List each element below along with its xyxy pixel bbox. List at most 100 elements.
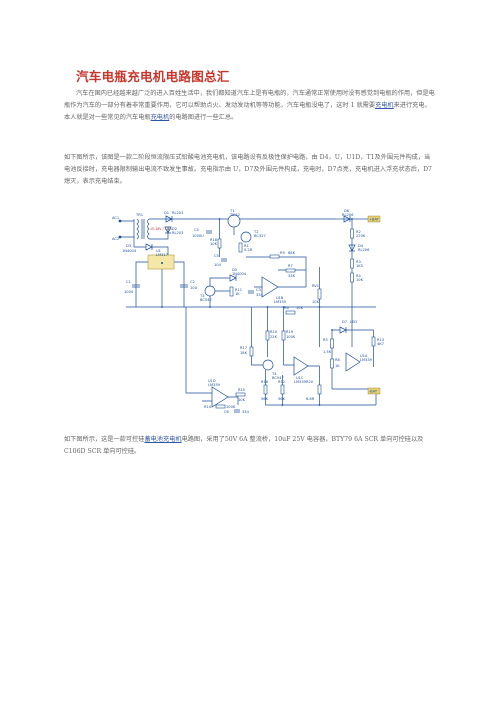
u1c-value: LM339 bbox=[294, 380, 307, 384]
transistor-t4 bbox=[262, 359, 274, 371]
diode-d4 bbox=[348, 244, 356, 252]
charger-link-2[interactable]: 充电机 bbox=[150, 114, 170, 121]
r6-value: 10K bbox=[296, 306, 304, 310]
d5-label: D5 bbox=[232, 268, 237, 272]
r13-value: 4K7 bbox=[377, 342, 384, 346]
r20-label: R20 bbox=[306, 380, 314, 384]
r2-value: 220K bbox=[356, 234, 366, 238]
battery-negative-terminal bbox=[367, 387, 381, 395]
resistor-r20 bbox=[317, 384, 322, 395]
r11-value: 1K bbox=[235, 292, 240, 296]
resistor-r13 bbox=[371, 336, 376, 347]
r15-label: R15 bbox=[238, 388, 245, 392]
d2-label: D2 bbox=[172, 227, 177, 231]
r5-label: R5 bbox=[323, 338, 328, 342]
t1-label: T1 bbox=[229, 209, 234, 213]
battery-positive-terminal bbox=[367, 215, 381, 223]
capacitor-c3 bbox=[248, 290, 254, 294]
c3-label: C3 bbox=[256, 288, 261, 292]
capacitor-c1 bbox=[132, 284, 140, 288]
t2-value: BC327 bbox=[254, 234, 266, 238]
r17-label: R17 bbox=[240, 346, 247, 350]
d4-label: D4 bbox=[358, 244, 364, 248]
resistor-r9 bbox=[269, 254, 280, 259]
battery-charger-link[interactable]: 蓄电池充电机 bbox=[144, 436, 182, 443]
r7-value: 33K bbox=[288, 274, 296, 278]
t3-value: BC547 bbox=[200, 298, 212, 302]
t1-value: TIP42 bbox=[229, 213, 240, 217]
r8-value: 1K bbox=[335, 364, 340, 368]
intro-paragraph: 汽车在国内已经越来越广泛的进入百姓生活中，我们都知道汽车上是有电瓶的，汽车通常正… bbox=[64, 88, 436, 124]
r19-label: R19 bbox=[286, 330, 294, 334]
charger-link-1[interactable]: 充电机 bbox=[375, 102, 394, 109]
r16-label: R16 bbox=[261, 380, 269, 384]
resistor-r2 bbox=[350, 228, 354, 239]
opamp-u1c bbox=[293, 356, 309, 376]
rv1-label: RV1 bbox=[312, 284, 319, 288]
resistor-r10 bbox=[265, 330, 270, 341]
u1-label: U1 bbox=[156, 249, 161, 253]
resistor-r17 bbox=[249, 346, 254, 357]
r17-value: 18K bbox=[240, 351, 248, 355]
c4-value: 1000U bbox=[192, 234, 204, 238]
r9-label: R9 bbox=[280, 251, 285, 255]
r4-value: 10K bbox=[356, 278, 364, 282]
c2-value: 10U bbox=[190, 286, 198, 290]
opamp-u1b bbox=[261, 276, 279, 298]
d2-value: RL203 bbox=[172, 231, 183, 235]
r18-value: 10K bbox=[210, 242, 218, 246]
t4-value: BC547 bbox=[272, 376, 284, 380]
transistor-t2 bbox=[240, 231, 252, 243]
charger-circuit-diagram: .w { stroke: #1b4f9a; stroke-width: 0.7;… bbox=[112, 209, 384, 413]
resistor-r15 bbox=[235, 392, 246, 397]
u1a-label: U1A bbox=[360, 354, 368, 358]
u1-value: LM317 bbox=[156, 253, 168, 257]
resistor-r19 bbox=[281, 330, 286, 341]
r3-label: R3 bbox=[356, 260, 361, 264]
c6-label: C6 bbox=[224, 410, 230, 413]
c1-value: 1000 bbox=[124, 290, 134, 294]
tr1-label: TR1 bbox=[135, 213, 143, 217]
document-title: 汽车电瓶充电机电路图总汇 bbox=[76, 69, 230, 84]
r2-label: R2 bbox=[356, 230, 361, 234]
r5-value: 1.5K bbox=[323, 350, 332, 354]
r19-value: 100K bbox=[286, 335, 296, 339]
r3-value: 1K5 bbox=[356, 264, 363, 268]
t3-label: T3 bbox=[199, 294, 204, 298]
r16-value: 56K bbox=[261, 397, 269, 401]
resistor-r12 bbox=[280, 384, 285, 395]
r6-label: R6 bbox=[284, 306, 289, 310]
capacitor-c5 bbox=[221, 258, 227, 262]
u1c-label: U1C bbox=[296, 376, 304, 380]
regulator-u1 bbox=[147, 254, 175, 270]
led-d7 bbox=[339, 326, 347, 334]
resistor-r1 bbox=[238, 242, 243, 253]
r18-label: R18 bbox=[210, 238, 218, 242]
opamp-u1d bbox=[211, 386, 229, 408]
r14-label: R14 bbox=[204, 405, 212, 409]
d4-value: RL206 bbox=[358, 248, 370, 252]
d3-value: 1N4004 bbox=[122, 249, 137, 253]
potentiometer-rv1[interactable] bbox=[317, 288, 322, 300]
resistor-r5 bbox=[330, 338, 334, 349]
d7-value: LED bbox=[350, 320, 357, 324]
scr-text-a: 如下图所示，这是一款可控硅 bbox=[64, 436, 145, 443]
resistor-r11 bbox=[229, 286, 234, 297]
r7-label: R7 bbox=[288, 264, 293, 268]
r13-label: R13 bbox=[377, 338, 384, 342]
rv1-value: 10K bbox=[312, 300, 320, 304]
resistor-r7 bbox=[285, 268, 296, 273]
resistor-r3 bbox=[350, 258, 354, 269]
ac1-label: AC1 bbox=[112, 216, 119, 220]
opamp-u1a bbox=[345, 352, 361, 372]
out-pos-label: +BAT bbox=[369, 218, 380, 222]
r10-value: 22K bbox=[270, 335, 278, 339]
r12-value: 56K bbox=[278, 397, 286, 401]
resistor-r4 bbox=[350, 272, 354, 283]
d1-label: D1 bbox=[164, 211, 169, 215]
scr-text-b: 电路图，采用了50V 6A 整流桥，10uF 25V 电容器，BTY79 6A … bbox=[64, 436, 424, 455]
transformer-tr1: TR1 bbox=[133, 213, 150, 240]
r20-value: 6.8R bbox=[306, 397, 315, 401]
r8-label: R8 bbox=[335, 358, 340, 362]
u1b-value: LM339 bbox=[274, 300, 287, 304]
